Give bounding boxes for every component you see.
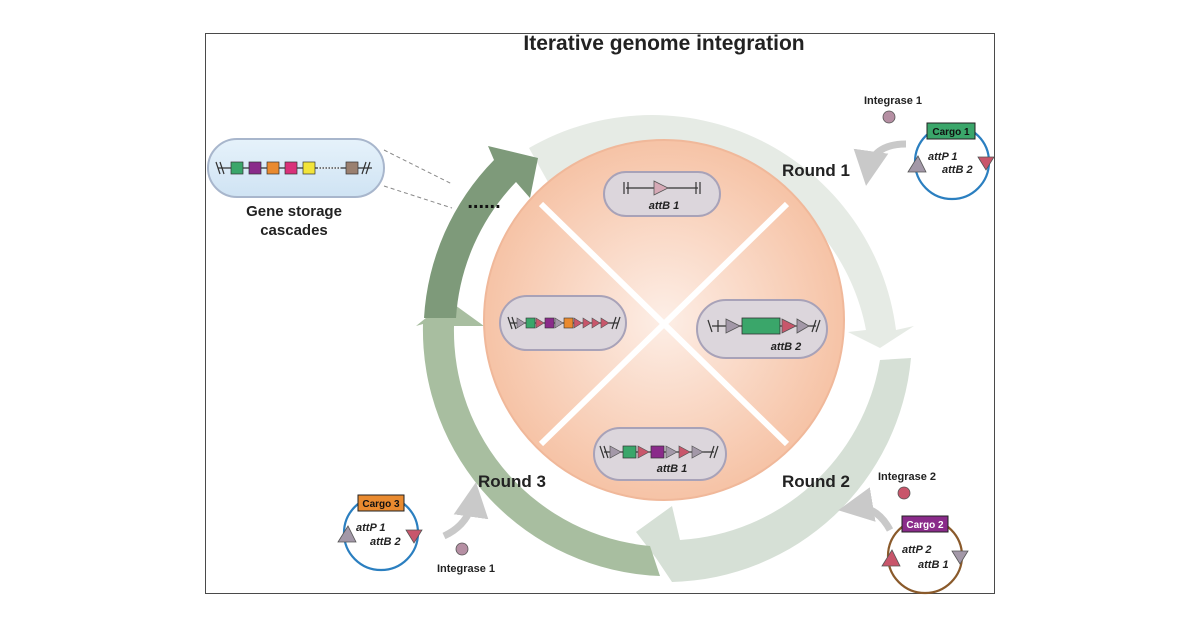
quadrant-top-label: attB 1 xyxy=(649,200,680,212)
round3-label: Round 3 xyxy=(478,472,546,491)
round3-attb-triangle xyxy=(405,529,423,544)
round2-arc xyxy=(636,358,911,582)
quadrant-top: attB 1 xyxy=(603,171,721,217)
cargo2-box xyxy=(901,515,949,533)
integrase1-label-top: Integrase 1 xyxy=(864,95,922,107)
round1-attp-triangle xyxy=(907,155,927,173)
round1-attb: attB 2 xyxy=(942,164,973,176)
plasmid-round3: Cargo 3 attP 1 attB 2 Integrase 1 xyxy=(337,482,495,575)
integrase1-label-bottom: Integrase 1 xyxy=(437,563,495,575)
integrase1-dot-top xyxy=(882,110,896,124)
integrase2-dot xyxy=(897,486,911,500)
cargo3-box xyxy=(357,494,405,512)
gene-storage: Gene storage cascades xyxy=(207,138,453,239)
quadrant-divider-2 xyxy=(538,201,790,447)
round2-attb: attB 1 xyxy=(918,559,949,571)
cargo3-label: Cargo 3 xyxy=(362,499,400,510)
plasmid-round2: Integrase 2 Cargo 2 attP 2 attB 1 xyxy=(838,471,969,595)
round1-label: Round 1 xyxy=(782,161,850,180)
round1-attb-triangle xyxy=(977,156,995,171)
round1-attp: attP 1 xyxy=(928,151,958,163)
round2-attp-triangle xyxy=(881,549,901,567)
storage-label-2: cascades xyxy=(260,222,328,239)
cargo1-label: Cargo 1 xyxy=(932,127,970,138)
storage-ellipsis: ...... xyxy=(467,191,500,213)
round2-label: Round 2 xyxy=(782,472,850,491)
cargo1-box xyxy=(926,122,976,140)
round2-attb-triangle xyxy=(951,550,969,565)
cargo2-label: Cargo 2 xyxy=(906,520,944,531)
plasmid-round1: Integrase 1 Cargo 1 attP 1 attB 2 xyxy=(853,95,995,201)
quadrant-right-label: attB 2 xyxy=(771,341,802,353)
round2-attp: attP 2 xyxy=(902,544,932,556)
round3-attp: attP 1 xyxy=(356,522,386,534)
round2-uptake-arrow xyxy=(838,487,894,532)
round3-attb: attB 2 xyxy=(370,536,401,548)
round3-uptake-arrow xyxy=(442,482,489,540)
storage-label-1: Gene storage xyxy=(246,203,342,220)
round3-arc xyxy=(416,300,660,576)
round1-uptake-arrow xyxy=(853,140,907,186)
quadrant-left xyxy=(499,295,627,351)
storage-arc xyxy=(424,146,538,318)
integrase2-label: Integrase 2 xyxy=(878,471,936,483)
integrase1-dot-bottom xyxy=(455,542,469,556)
quadrant-right: attB 2 xyxy=(696,299,828,359)
quadrant-bottom-label: attB 1 xyxy=(657,463,688,475)
quadrant-bottom: attB 1 xyxy=(593,427,727,481)
round3-attp-triangle xyxy=(337,525,357,543)
page-title: Iterative genome integration xyxy=(523,32,804,55)
